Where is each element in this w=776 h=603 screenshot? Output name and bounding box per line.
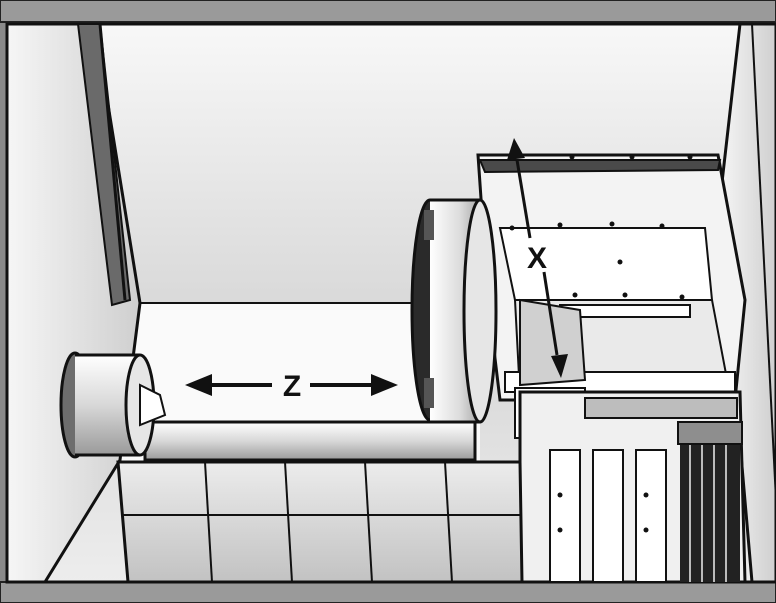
x-axis-label: X [527, 242, 547, 275]
z-axis-arrow: Z [185, 370, 398, 403]
bed-covers [116, 460, 524, 584]
carriage [518, 390, 747, 584]
left-door-edge [76, 23, 132, 307]
z-axis-label: Z [283, 370, 301, 403]
x-axis-arrow: X [507, 138, 568, 378]
workpiece-shaft [143, 420, 477, 462]
main-chuck [410, 198, 498, 424]
tailstock-chuck [59, 351, 167, 459]
frame-bottom-band [0, 581, 776, 603]
frame-top-band [0, 0, 776, 23]
